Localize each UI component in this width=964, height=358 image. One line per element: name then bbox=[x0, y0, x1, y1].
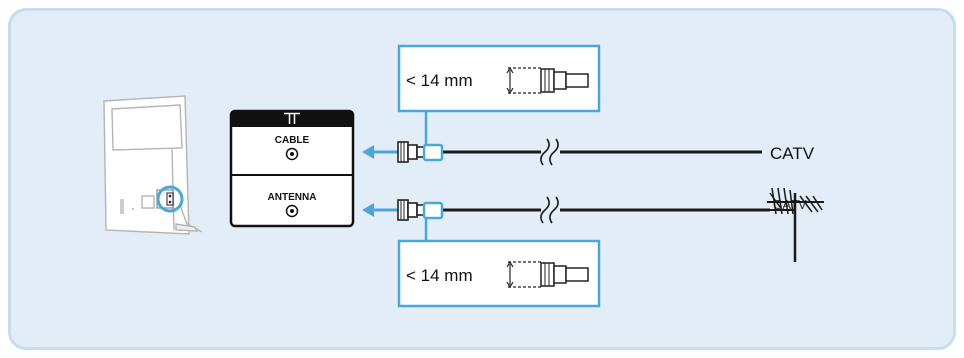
terminal-panel bbox=[229, 109, 355, 228]
cable-port-label: CABLE bbox=[275, 135, 310, 146]
callout-top bbox=[397, 44, 601, 127]
cable-port-jack bbox=[285, 147, 299, 161]
catv-cable bbox=[440, 138, 762, 166]
catv-label: CATV bbox=[770, 144, 815, 163]
antenna-cable bbox=[440, 196, 770, 224]
insert-arrow-antenna bbox=[362, 203, 398, 217]
antenna-t-icon bbox=[284, 112, 300, 124]
tv-rear-illustration bbox=[103, 95, 203, 235]
callout-bottom-text: < 14 mm bbox=[406, 266, 473, 285]
f-connector-antenna bbox=[397, 199, 444, 241]
insert-arrow-cable bbox=[362, 145, 398, 159]
antenna-port-jack bbox=[285, 204, 299, 218]
antenna-port-label: ANTENNA bbox=[268, 192, 317, 203]
f-connector-cable bbox=[397, 127, 444, 163]
callout-bottom bbox=[397, 239, 601, 308]
port-zoom-indicator bbox=[156, 185, 184, 213]
outdoor-antenna-icon bbox=[767, 187, 824, 262]
callout-top-text: < 14 mm bbox=[406, 71, 473, 90]
antenna-source-label: CATV bbox=[773, 197, 807, 212]
